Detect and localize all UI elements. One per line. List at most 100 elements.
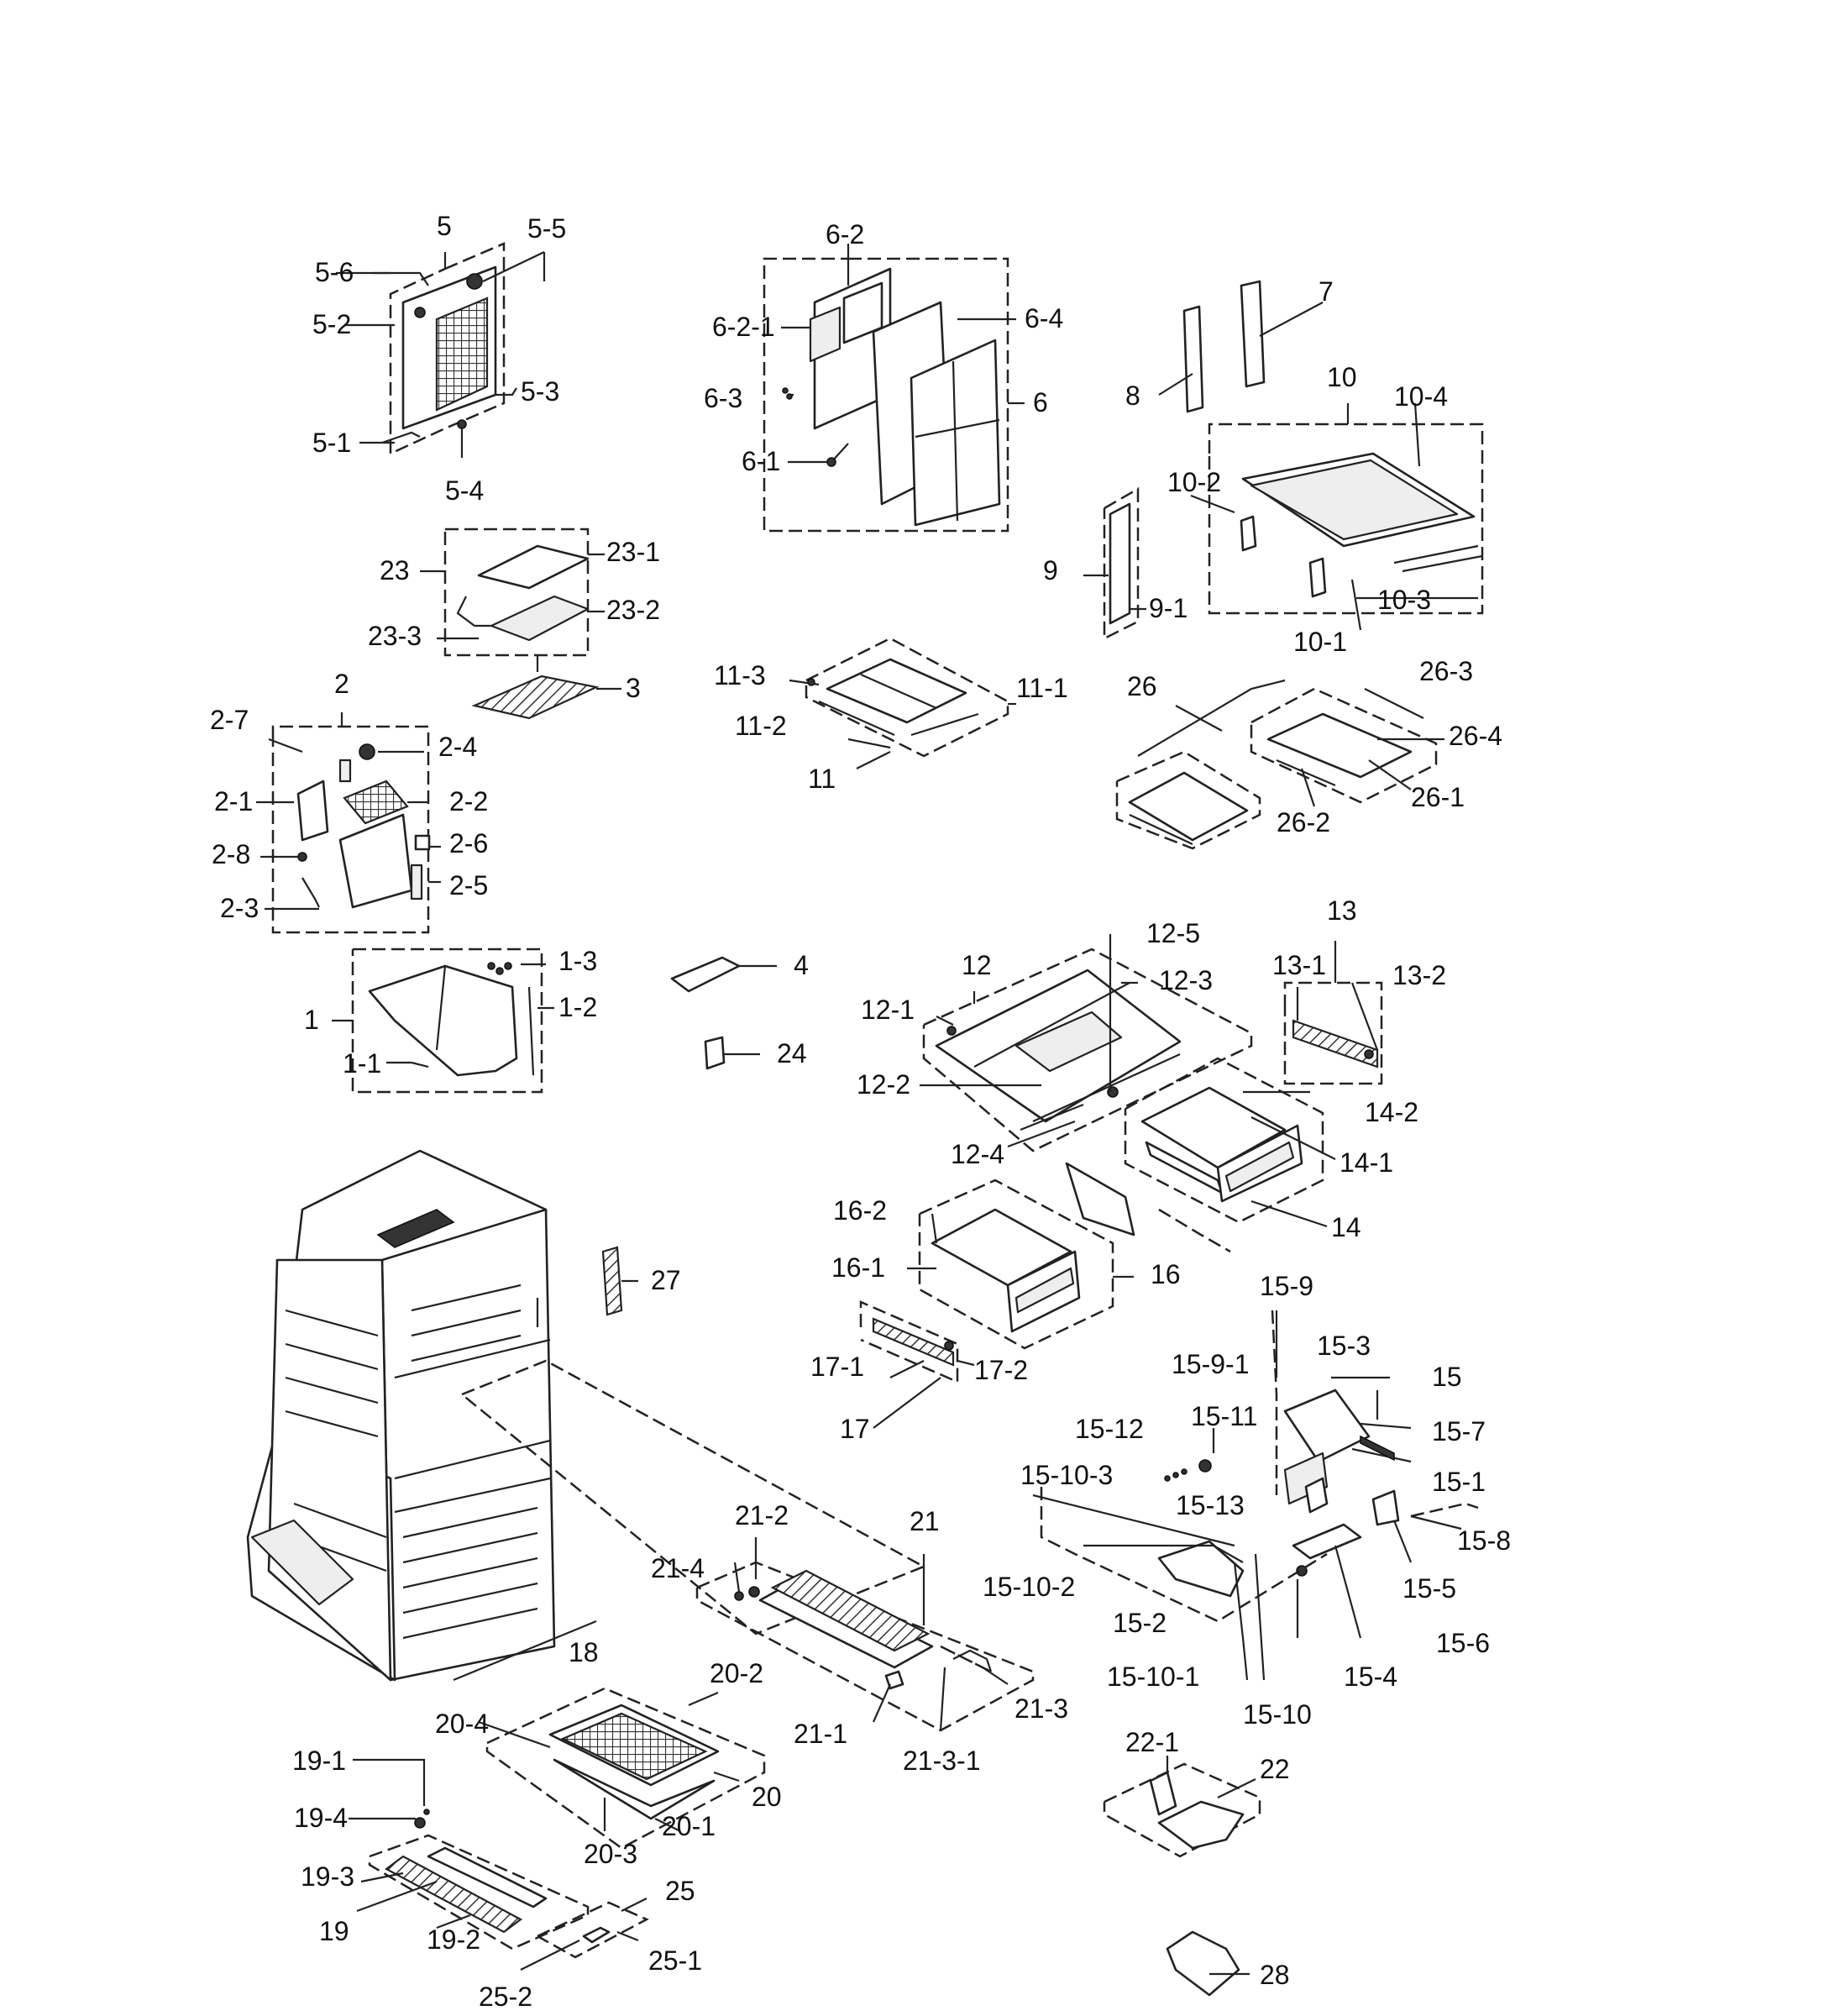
callout-17-2: 17-2	[974, 1355, 1028, 1385]
callout-5-4: 5-4	[445, 475, 484, 506]
callout-16-2: 16-2	[833, 1195, 887, 1226]
callout-15-10-2: 15-10-2	[983, 1572, 1075, 1602]
callout-28: 28	[1260, 1960, 1290, 1990]
callout-1-3: 1-3	[558, 946, 597, 976]
part-group-16	[907, 1162, 1231, 1350]
callout-25-2: 25-2	[479, 1982, 532, 2012]
callout-11-1: 11-1	[1016, 673, 1068, 703]
callout-25: 25	[665, 1876, 695, 1906]
callout-2: 2	[334, 669, 349, 699]
callout-20-4: 20-4	[435, 1709, 489, 1739]
callout-20-3: 20-3	[584, 1839, 637, 1869]
part-group-12	[920, 934, 1253, 1152]
callout-11: 11	[808, 764, 836, 794]
part-group-5	[336, 242, 546, 458]
callout-2-7: 2-7	[210, 705, 249, 735]
callout-10: 10	[1327, 362, 1357, 392]
callout-22-1: 22-1	[1125, 1727, 1179, 1757]
callout-15-1: 15-1	[1432, 1467, 1486, 1497]
callout-1-2: 1-2	[558, 992, 597, 1022]
callout-10-4: 10-4	[1394, 381, 1448, 412]
callout-3: 3	[626, 673, 641, 703]
callout-23: 23	[380, 555, 410, 585]
callout-23-1: 23-1	[606, 537, 660, 567]
callout-22: 22	[1260, 1754, 1290, 1784]
part-4-24	[670, 956, 777, 1070]
part-group-19	[349, 1758, 590, 1950]
callout-15-10-1: 15-10-1	[1107, 1662, 1199, 1692]
part-group-2	[256, 712, 441, 934]
callout-5-1: 5-1	[312, 428, 351, 458]
callout-13: 13	[1327, 895, 1357, 926]
callout-21-3-1: 21-3-1	[903, 1746, 981, 1776]
callout-7: 7	[1319, 276, 1334, 307]
callout-12-5: 12-5	[1146, 918, 1200, 948]
callout-2-6: 2-6	[449, 828, 488, 858]
callout-labels: 5 5-5 5-6 5-2 5-3 5-1 5-4 6-2 6-2-1 6-4 …	[210, 211, 1511, 2012]
callout-25-1: 25-1	[648, 1945, 702, 1976]
part-group-20	[478, 1687, 766, 1850]
callout-21-2: 21-2	[735, 1500, 789, 1530]
callout-15-9: 15-9	[1260, 1271, 1313, 1301]
callout-17: 17	[840, 1414, 870, 1444]
callout-15-10-3: 15-10-3	[1020, 1460, 1113, 1490]
callout-5-6: 5-6	[315, 257, 354, 287]
callout-15-7: 15-7	[1432, 1416, 1486, 1446]
part-group-25	[520, 1898, 649, 1971]
part-group-14	[1124, 1057, 1336, 1228]
callout-12-3: 12-3	[1159, 965, 1213, 995]
callout-6-4: 6-4	[1025, 303, 1063, 333]
callout-26: 26	[1127, 671, 1157, 701]
callout-24: 24	[777, 1038, 807, 1068]
callout-5-3: 5-3	[521, 376, 559, 407]
callout-15-2: 15-2	[1113, 1608, 1167, 1638]
callout-10-3: 10-3	[1377, 585, 1431, 615]
part-group-6	[763, 244, 1025, 533]
callout-20-1: 20-1	[662, 1811, 716, 1841]
callout-12-1: 12-1	[861, 995, 915, 1025]
part-group-13	[1283, 941, 1383, 1085]
callout-19-1: 19-1	[292, 1746, 346, 1776]
part-group-17	[859, 1300, 975, 1429]
callout-20-2: 20-2	[710, 1658, 763, 1688]
callout-15-10: 15-10	[1243, 1699, 1312, 1730]
callout-5: 5	[437, 211, 452, 241]
callout-18: 18	[569, 1637, 599, 1667]
callout-20: 20	[752, 1782, 782, 1812]
part-group-11	[789, 637, 1016, 769]
callout-21-4: 21-4	[651, 1553, 705, 1583]
callout-26-3: 26-3	[1419, 656, 1473, 686]
callout-5-5: 5-5	[527, 213, 566, 244]
part-strips-7-8	[1158, 280, 1324, 413]
callout-21-3: 21-3	[1014, 1693, 1068, 1724]
callout-14-1: 14-1	[1340, 1147, 1393, 1178]
callout-23-3: 23-3	[368, 621, 422, 651]
callout-5-2: 5-2	[312, 309, 351, 339]
callout-1-1: 1-1	[343, 1048, 381, 1079]
part-group-23	[420, 528, 621, 720]
callout-8: 8	[1125, 381, 1140, 411]
callout-6-2-1: 6-2-1	[712, 312, 775, 342]
callout-15-13: 15-13	[1176, 1490, 1245, 1520]
part-27	[601, 1246, 638, 1316]
callout-15-4: 15-4	[1344, 1662, 1397, 1692]
callout-14: 14	[1331, 1212, 1361, 1242]
part-group-22	[1103, 1756, 1261, 1858]
callout-12: 12	[962, 950, 992, 980]
callout-15-5: 15-5	[1402, 1573, 1456, 1604]
callout-21: 21	[910, 1506, 940, 1536]
callout-27: 27	[651, 1265, 681, 1295]
callout-19-4: 19-4	[294, 1803, 348, 1833]
callout-1: 1	[304, 1005, 319, 1035]
callout-2-3: 2-3	[220, 893, 259, 923]
callout-6-3: 6-3	[704, 383, 742, 413]
part-group-26	[1115, 679, 1444, 850]
callout-15-12: 15-12	[1075, 1414, 1144, 1444]
callout-26-1: 26-1	[1411, 782, 1465, 812]
part-group-1	[332, 948, 554, 1094]
part-group-10	[1190, 402, 1484, 631]
callout-6-2: 6-2	[826, 219, 864, 249]
callout-2-8: 2-8	[212, 839, 250, 869]
part-group-21	[695, 1537, 1035, 1732]
